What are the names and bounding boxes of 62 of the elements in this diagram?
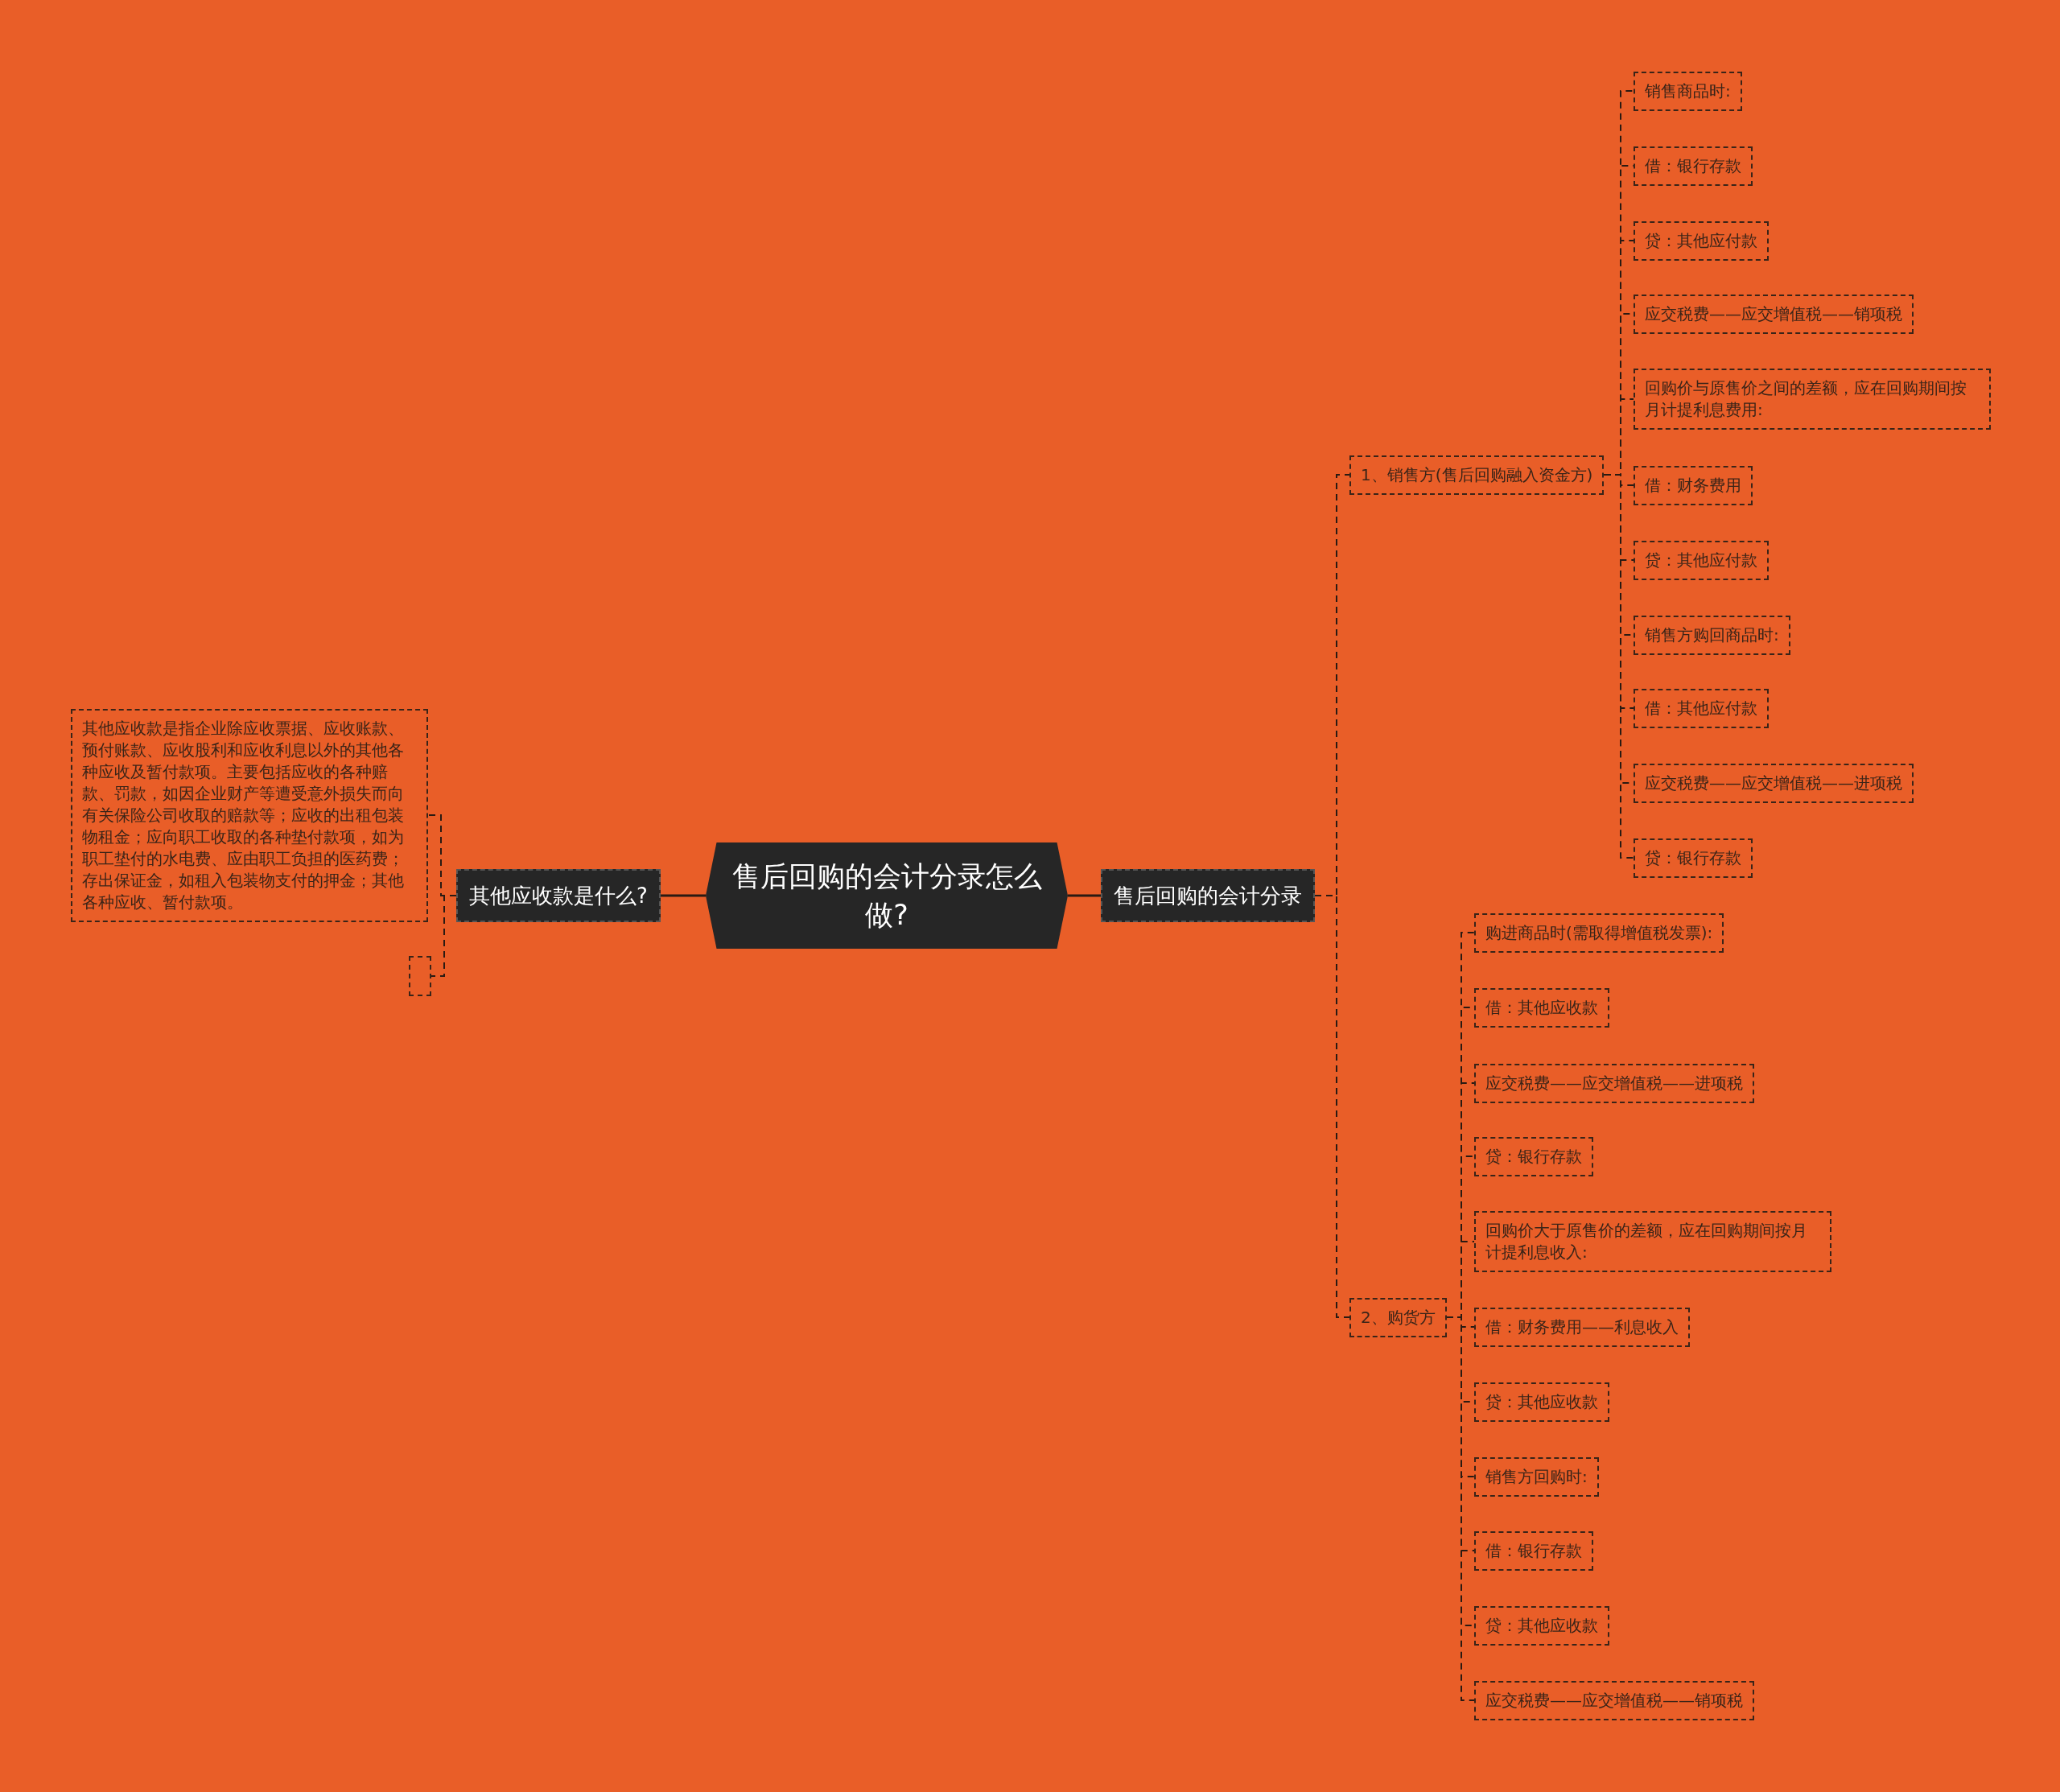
topic-text: 贷：银行存款 (1645, 847, 1741, 869)
topic-box (456, 869, 661, 922)
connector-line (1445, 1316, 1475, 1701)
subtopic-box (1634, 146, 1753, 186)
subtopic-box (1474, 1136, 1593, 1176)
topic-text: 借：银行存款 (1485, 1539, 1582, 1562)
subtopic-box (1634, 294, 1914, 334)
topic-text: 贷：银行存款 (1485, 1145, 1582, 1168)
subtopic-box (1634, 220, 1769, 261)
topic-text: 贷：其他应收款 (1485, 1390, 1598, 1413)
subtopic-box (1474, 987, 1609, 1028)
subtopic-box (1634, 688, 1769, 728)
empty-box (409, 956, 431, 996)
topic-box (1101, 869, 1315, 922)
connector-line (1603, 474, 1634, 859)
topic-text: 应交税费——应交增值税——进项税 (1645, 772, 1902, 794)
topic-text: 购进商品时(需取得增值税发票): (1485, 921, 1713, 944)
topic-text: 销售商品时: (1645, 80, 1731, 102)
subtopic-box (1474, 1307, 1690, 1347)
subtopic-box (1634, 540, 1769, 580)
topic-text: 借：其他应付款 (1645, 697, 1757, 719)
topic-text: 其他应收款是什么? (469, 883, 648, 909)
topic-text: 1、销售方(售后回购融入资金方) (1361, 463, 1593, 486)
topic-text: 售后回购的会计分录 (1114, 883, 1302, 909)
topic-text: 销售方购回商品时: (1645, 624, 1779, 646)
topic-text: 借：财务费用 (1645, 474, 1741, 496)
subtopic-box (1474, 1382, 1609, 1422)
subtopic-box (1474, 1063, 1754, 1103)
topic-text: 2、购货方 (1361, 1306, 1436, 1329)
topic-text: 应交税费——应交增值税——销项税 (1485, 1689, 1743, 1712)
subtopic-box (1474, 1456, 1599, 1497)
subtopic-box (1474, 1530, 1593, 1571)
topic-text: 回购价大于原售价的差额，应在回购期间按月计提利息收入: (1485, 1220, 1808, 1263)
connector-line (1068, 894, 1101, 897)
subtopic-box (1474, 1211, 1831, 1272)
subtopic-box (1474, 912, 1724, 953)
subtopic-box (71, 708, 428, 922)
subtopic-box (1349, 1297, 1447, 1337)
topic-text: 回购价与原售价之间的差额，应在回购期间按月计提利息费用: (1645, 377, 1967, 421)
subtopic-box (1634, 615, 1790, 655)
subtopic-box (1634, 838, 1753, 878)
topic-text: 借：财务费用——利息收入 (1485, 1316, 1679, 1338)
connector-line (431, 895, 457, 977)
subtopic-box (1349, 455, 1605, 495)
topic-text: 贷：其他应付款 (1645, 549, 1757, 571)
topic-text: 借：其他应收款 (1485, 996, 1598, 1019)
subtopic-box (1634, 465, 1753, 505)
subtopic-box (1474, 1605, 1609, 1646)
connector-line (660, 894, 706, 897)
subtopic-box (1634, 71, 1742, 111)
topic-text: 贷：其他应收款 (1485, 1614, 1598, 1637)
subtopic-box (1474, 1680, 1754, 1720)
topic-text: 销售方回购时: (1485, 1465, 1588, 1488)
topic-text: 应交税费——应交增值税——销项税 (1645, 303, 1902, 325)
topic-text: 贷：其他应付款 (1645, 229, 1757, 252)
topic-text: 借：银行存款 (1645, 154, 1741, 177)
topic-text: 应交税费——应交增值税——进项税 (1485, 1072, 1743, 1094)
central-topic-text: 售后回购的会计分录怎么做? (731, 859, 1043, 933)
subtopic-box (1634, 369, 1991, 430)
subtopic-box (1634, 763, 1914, 803)
topic-text: 其他应收款是指企业除应收票据、应收账款、预付账款、应收股利和应收利息以外的其他各种应收及暂付款项。主要包括应收的各种赔款、罚款，如因企业财产等遭受意外损失而向有关保险公司收取的赔款等；应收的出租包装物租金；应向职工收取的各种垫付款项，如为职工垫付的水电费、应由职工负担的医药费；存出保证金，如租入包装物支付的押金；其他各种应收、暂付款项。 (82, 717, 405, 913)
central-topic-hexagon (706, 842, 1068, 949)
